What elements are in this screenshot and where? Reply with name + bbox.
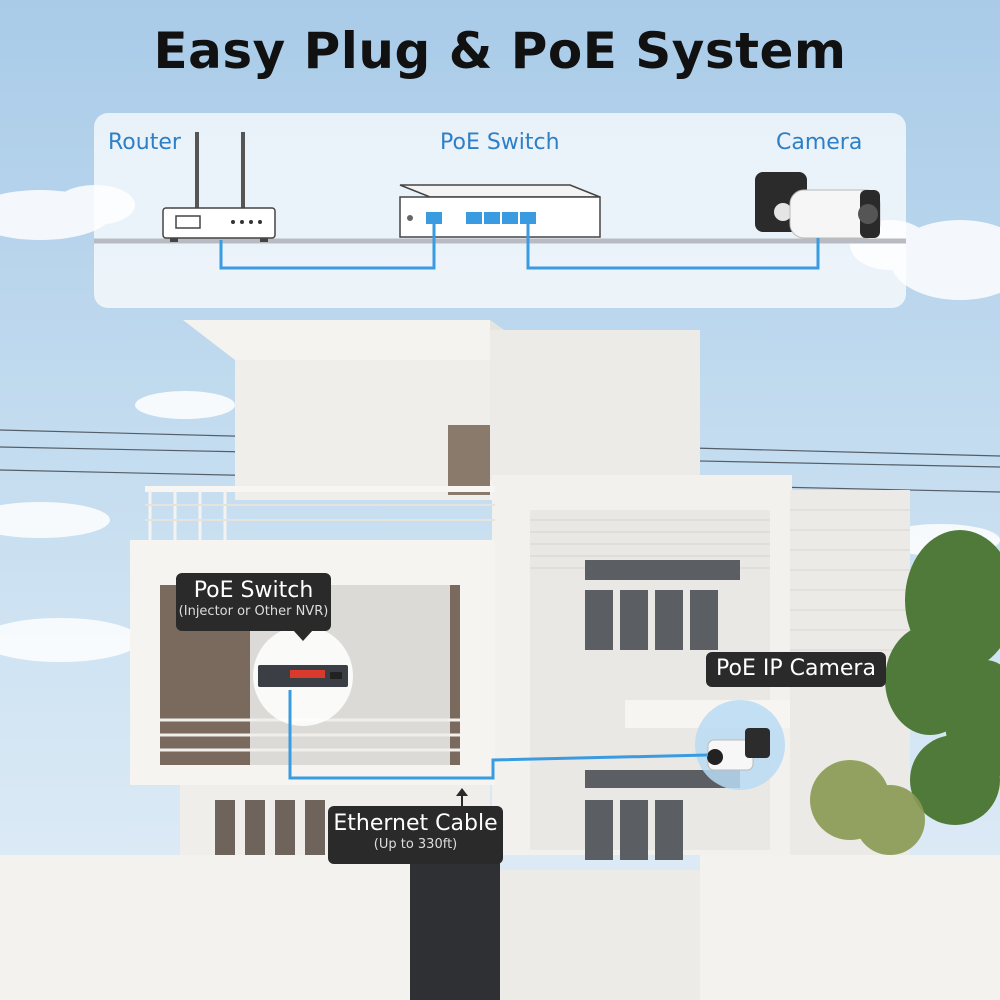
poe-switch-icon — [399, 184, 601, 238]
poe-switch-callout: PoE Switch (Injector or Other NVR) — [176, 573, 331, 631]
ethernet-cable-callout-title: Ethernet Cable — [333, 811, 498, 836]
poe-switch-callout-subtitle: (Injector or Other NVR) — [178, 604, 329, 619]
switch-label: PoE Switch — [440, 130, 560, 155]
poe-ip-camera-callout-title: PoE IP Camera — [716, 656, 876, 681]
page-title: Easy Plug & PoE System — [153, 22, 847, 80]
poe-switch-callout-title: PoE Switch — [193, 578, 314, 603]
ethernet-cable-callout: Ethernet Cable (Up to 330ft) — [328, 806, 503, 864]
topology-diagram — [94, 132, 906, 270]
small-ip-camera — [707, 728, 770, 771]
router-icon — [162, 132, 276, 242]
camera-label: Camera — [776, 130, 863, 155]
router-label: Router — [108, 130, 181, 155]
ethernet-cable-callout-subtitle: (Up to 330ft) — [373, 837, 458, 852]
ethernet-cable-line — [288, 690, 709, 780]
callout-pointer — [293, 630, 313, 641]
poe-ip-camera-callout: PoE IP Camera — [706, 652, 886, 687]
small-poe-switch — [258, 665, 348, 687]
camera-icon — [755, 172, 881, 239]
router-switch-cable — [219, 224, 436, 270]
switch-camera-cable — [526, 224, 820, 270]
